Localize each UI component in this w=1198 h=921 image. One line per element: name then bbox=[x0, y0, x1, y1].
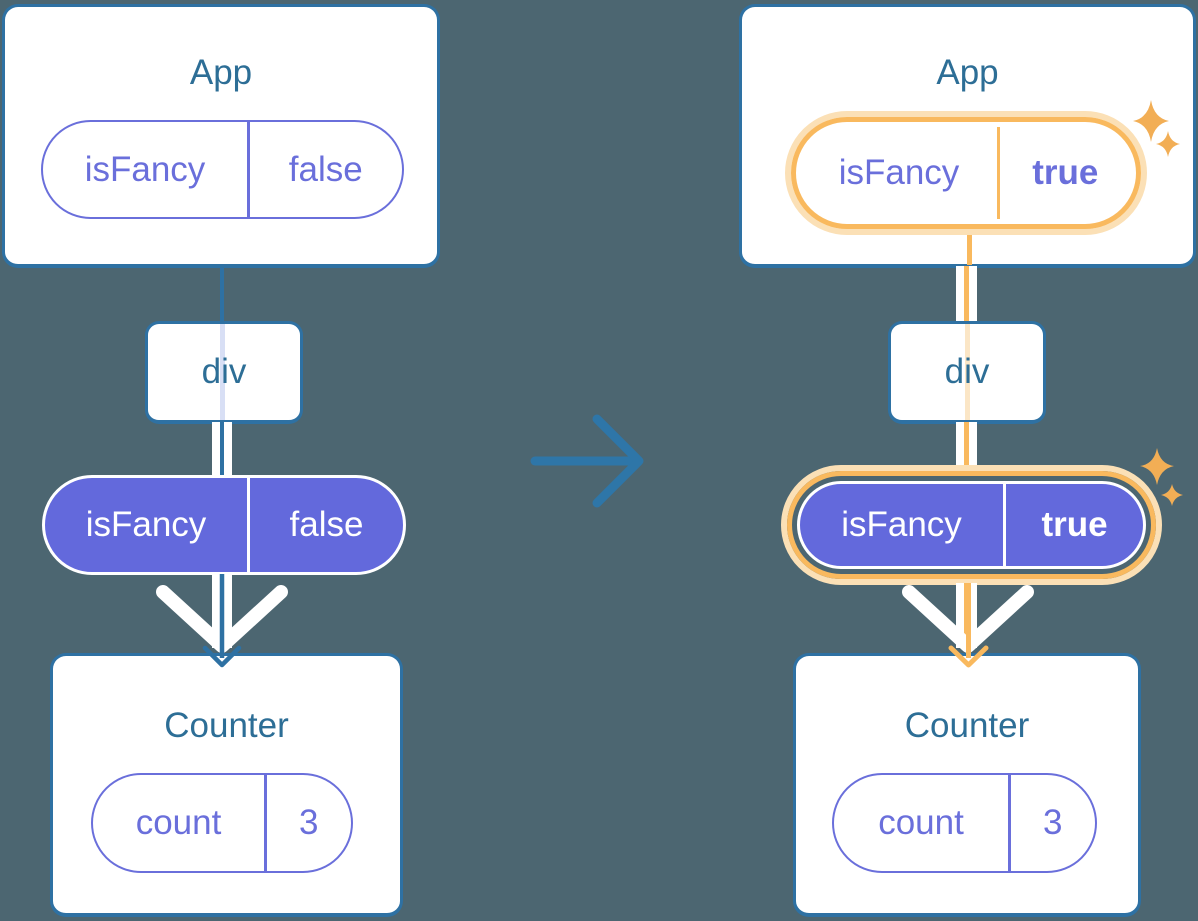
right-connector-app-stub bbox=[967, 233, 972, 265]
right-counter-state-pill: count 3 bbox=[832, 773, 1097, 873]
left-div-passthrough-line bbox=[220, 324, 225, 420]
right-prop-pill-ring: isFancy true bbox=[787, 471, 1156, 579]
left-app-title: App bbox=[189, 53, 253, 92]
right-app-card: App isFancy true bbox=[739, 4, 1196, 268]
left-div-box: div bbox=[145, 321, 303, 424]
right-counter-title: Counter bbox=[904, 706, 1030, 745]
right-counter-state-value: 3 bbox=[1043, 803, 1063, 842]
left-prop-pill-value: false bbox=[289, 505, 364, 544]
left-app-prop-value: false bbox=[288, 149, 363, 189]
left-app-prop-pill: isFancy false bbox=[41, 120, 404, 219]
left-app-prop-divider bbox=[247, 122, 250, 217]
left-counter-state-pill: count 3 bbox=[91, 773, 353, 873]
right-div-box: div bbox=[888, 321, 1046, 424]
left-div-label: div bbox=[201, 352, 247, 391]
right-prop-pill-highlight: isFancy true bbox=[781, 465, 1162, 585]
right-connector-app-div bbox=[956, 266, 977, 324]
left-counter-card: Counter count 3 bbox=[50, 653, 403, 917]
right-app-prop-pill: isFancy true bbox=[801, 127, 1131, 219]
right-counter-state-name: count bbox=[878, 803, 964, 842]
right-app-title: App bbox=[936, 53, 999, 92]
right-app-prop-value: true bbox=[1032, 153, 1099, 192]
right-prop-pill-value: true bbox=[1041, 505, 1108, 544]
left-prop-pill: isFancy false bbox=[42, 475, 406, 575]
right-app-prop-pill-ring: isFancy true bbox=[791, 117, 1141, 229]
left-counter-state-name: count bbox=[135, 803, 222, 842]
left-counter-state-value: 3 bbox=[299, 803, 319, 842]
right-prop-pill-divider bbox=[1003, 484, 1006, 566]
left-prop-pill-name: isFancy bbox=[85, 505, 207, 544]
right-app-prop-name: isFancy bbox=[838, 153, 960, 192]
left-connector-pill-counter bbox=[212, 574, 232, 648]
right-div-passthrough-line bbox=[965, 324, 970, 420]
right-counter-state-divider bbox=[1008, 775, 1011, 871]
right-prop-pill-name: isFancy bbox=[841, 505, 962, 544]
right-connector-pill-counter bbox=[956, 583, 977, 648]
right-counter-card: Counter count 3 bbox=[793, 653, 1141, 917]
transition-arrow-icon bbox=[530, 414, 644, 508]
left-counter-title: Counter bbox=[164, 706, 289, 745]
left-connector-div-pill bbox=[212, 422, 232, 477]
left-counter-state-divider bbox=[264, 775, 267, 871]
left-connector-app-div bbox=[220, 266, 224, 324]
right-app-prop-pill-highlight: isFancy true bbox=[785, 111, 1147, 235]
right-div-label: div bbox=[944, 352, 990, 391]
right-connector-div-pill bbox=[956, 422, 977, 468]
right-app-prop-divider bbox=[997, 127, 1000, 219]
left-app-card: App isFancy false bbox=[2, 4, 440, 268]
left-app-prop-name: isFancy bbox=[84, 149, 206, 189]
right-prop-pill: isFancy true bbox=[797, 481, 1146, 569]
left-prop-pill-divider bbox=[247, 478, 250, 572]
